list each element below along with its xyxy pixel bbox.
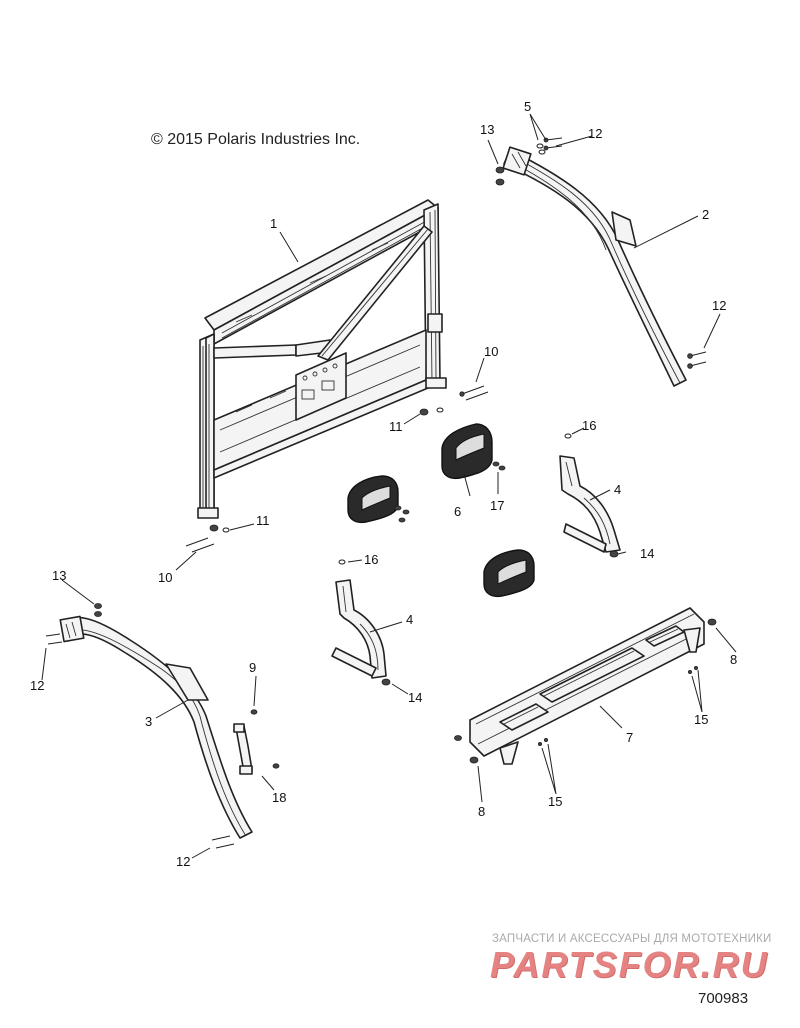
copyright-notice: © 2015 Polaris Industries Inc. xyxy=(151,131,361,148)
part-1-rear-cab-frame xyxy=(197,199,447,519)
watermark-logo: PARTSFOR.RU xyxy=(490,944,769,985)
part-6-grab-handles xyxy=(347,423,535,598)
callout-7: 7 xyxy=(626,730,633,745)
nut-11-upper xyxy=(419,407,444,416)
callout-11-lower: 11 xyxy=(256,513,270,528)
callout-16-upper: 16 xyxy=(582,418,596,433)
bolt-8-right xyxy=(707,618,717,626)
callout-12-left: 12 xyxy=(30,678,44,693)
grab-handle-upper xyxy=(441,423,493,480)
callout-10-upper: 10 xyxy=(484,344,498,359)
callout-14-upper: 14 xyxy=(640,546,654,561)
screws-15-right xyxy=(688,666,699,675)
washers-5-top xyxy=(536,143,546,155)
nut-13-left xyxy=(94,603,102,617)
part-3-left-roll-bar-tube xyxy=(59,615,253,839)
nut-14-upper xyxy=(609,550,619,558)
bolts-12-bottom xyxy=(211,835,235,849)
callout-14-lower: 14 xyxy=(408,690,422,705)
part-4-lower-grab-bracket xyxy=(331,579,387,679)
nut-11-lower xyxy=(209,524,230,533)
callout-15-left: 15 xyxy=(548,794,562,809)
callout-11-upper: 11 xyxy=(389,419,403,434)
screw-16-upper xyxy=(564,433,572,439)
nut-14-lower xyxy=(381,678,391,686)
grab-handle-left xyxy=(347,475,399,524)
screw-16-middle xyxy=(338,559,346,565)
bolts-10-upper xyxy=(459,385,489,401)
bolts-12-left xyxy=(45,633,63,645)
callout-6: 6 xyxy=(454,504,461,519)
part-7-rear-panel xyxy=(469,607,705,765)
callout-8-right: 8 xyxy=(730,652,737,667)
screws-17 xyxy=(394,461,506,523)
callout-2: 2 xyxy=(702,207,709,222)
callout-8-left: 8 xyxy=(478,804,485,819)
callout-5: 5 xyxy=(524,99,531,114)
callout-13-top: 13 xyxy=(480,122,494,137)
nut-9 xyxy=(250,709,258,715)
bolts-12-right xyxy=(687,351,707,369)
grab-handle-lower xyxy=(483,549,535,598)
callout-12-right: 12 xyxy=(712,298,726,313)
diagram-id: 700983 xyxy=(698,990,749,1007)
callout-1: 1 xyxy=(270,216,277,231)
callout-18: 18 xyxy=(272,790,286,805)
part-4-upper-grab-bracket xyxy=(559,455,621,553)
callout-4-lower: 4 xyxy=(406,612,413,627)
callout-3: 3 xyxy=(145,714,152,729)
watermark-tagline: ЗАПЧАСТИ И АКСЕССУАРЫ ДЛЯ МОТОТЕХНИКИ xyxy=(492,933,772,945)
callout-17: 17 xyxy=(490,498,504,513)
bolts-12-top xyxy=(543,137,563,151)
callout-labels: 1 2 3 4 4 5 6 7 8 8 9 10 10 11 11 12 12 … xyxy=(30,99,737,869)
bolt-8-left xyxy=(454,735,479,764)
part-2-right-roll-bar-tube xyxy=(502,146,687,387)
part-18-latch-bracket xyxy=(233,723,253,775)
callout-10-lower: 10 xyxy=(158,570,172,585)
callout-4-upper: 4 xyxy=(614,482,621,497)
nut-18 xyxy=(272,763,280,769)
callout-16-middle: 16 xyxy=(364,552,378,567)
callout-12-bottom: 12 xyxy=(176,854,190,869)
callout-13-left: 13 xyxy=(52,568,66,583)
screws-15-left xyxy=(538,738,549,747)
nut-13-top xyxy=(495,166,505,186)
callout-9: 9 xyxy=(249,660,256,675)
callout-15-right: 15 xyxy=(694,712,708,727)
callout-12-top: 12 xyxy=(588,126,602,141)
bolts-10-lower xyxy=(185,537,215,553)
leader-lines xyxy=(41,113,737,859)
